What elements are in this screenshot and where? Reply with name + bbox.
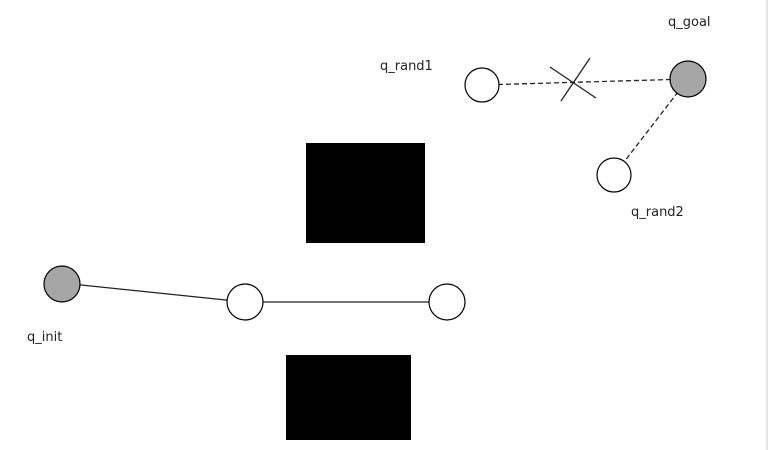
q-rand2-label: q_rand2 [631,205,684,220]
q-goal-node [669,60,707,98]
edge-goal-to-rand2 [613,78,689,176]
q-init-label: q_init [27,330,62,345]
obstacle-lower [286,355,411,440]
q-rand1-label: q_rand1 [380,59,433,74]
edge-rand1-to-goal-blocked [481,78,689,86]
tree-node-1 [226,283,264,321]
blocked-cross-icon [549,57,597,102]
q-init-node [43,265,81,303]
edge-init-to-node1 [61,282,246,303]
q-rand2-node [596,157,632,193]
obstacle-upper [306,143,425,243]
q-goal-label: q_goal [668,15,711,30]
q-rand1-node [464,67,500,103]
tree-node-2 [428,283,466,321]
